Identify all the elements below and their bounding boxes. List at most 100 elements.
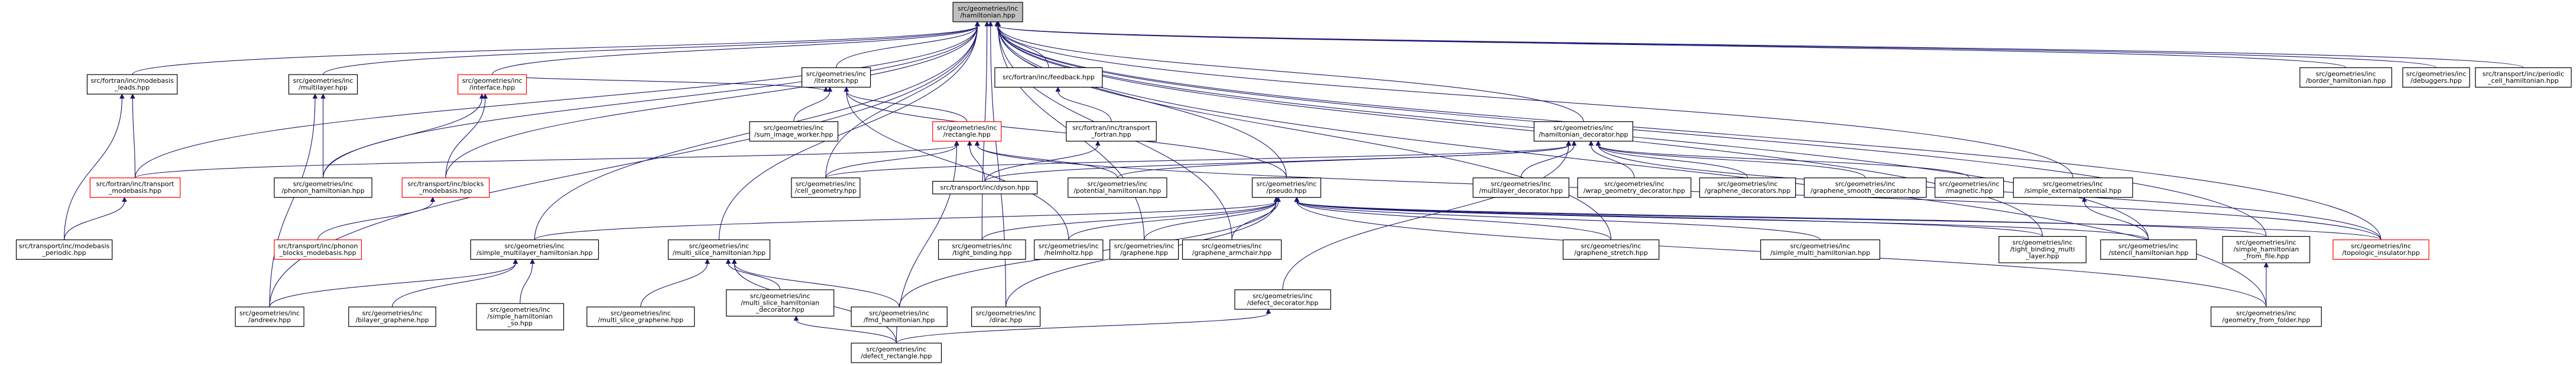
node-simple-externalpotential[interactable]: src/geometries/inc/simple_externalpotent… [2013, 177, 2133, 198]
node-tight-binding-multi-layer[interactable]: src/geometries/inc/tight_binding_multi_l… [1998, 236, 2087, 263]
node-magnetic[interactable]: src/geometries/inc/magnetic.hpp [1934, 177, 2004, 198]
node-label: /multilayer_decorator.hpp [1479, 187, 1563, 195]
node-potential-hamiltonian[interactable]: src/geometries/inc/potential_hamiltonian… [1068, 177, 1167, 198]
node-tight-binding[interactable]: src/geometries/inc/tight_binding.hpp [938, 239, 1026, 260]
node-label: src/geometries/inc [2118, 242, 2179, 250]
node-label: /graphene_stretch.hpp [1574, 249, 1648, 257]
node-topologic-insulator[interactable]: src/geometries/inc/topologic_insulator.h… [2332, 239, 2429, 260]
node-defect-rectangle[interactable]: src/geometries/inc/defect_rectangle.hpp [851, 343, 942, 363]
node-label: /defect_rectangle.hpp [861, 353, 932, 360]
dependency-arrowhead [995, 21, 1001, 27]
node-multi-slice-hamiltonian-decorator[interactable]: src/geometries/inc/multi_slice_hamiltoni… [726, 289, 835, 317]
node-label: /graphene_armchair.hpp [1192, 249, 1271, 257]
node-simple-hamiltonian-from-file[interactable]: src/geometries/inc/simple_hamiltonian_fr… [2222, 236, 2311, 263]
node-label: src/geometries/inc [806, 70, 867, 77]
node-fortran-transport-modebasis[interactable]: src/fortran/inc/transport_modebasis.hpp [89, 177, 181, 198]
node-label: /phonon_hamiltonian.hpp [281, 187, 364, 195]
node-simple-multi-hamiltonian[interactable]: src/geometries/inc/simple_multi_hamilton… [1760, 239, 1880, 260]
node-box [1934, 177, 2004, 198]
node-periodic-cell[interactable]: src/transport/inc/periodic_cell_hamilton… [2475, 67, 2572, 88]
node-bilayer-graphene[interactable]: src/geometries/inc/bilayer_graphene.hpp [348, 306, 436, 327]
node-hamiltonian[interactable]: src/geometries/inc/hamiltonian.hpp [952, 2, 1023, 22]
node-box [932, 180, 1038, 195]
node-label: src/geometries/inc [1718, 180, 1778, 188]
node-feedback[interactable]: src/fortran/inc/feedback.hpp [994, 67, 1103, 88]
node-border-hamiltonian[interactable]: src/geometries/inc/border_hamiltonian.hp… [2299, 67, 2392, 88]
dependency-edge [492, 74, 826, 92]
node-sum-image-worker[interactable]: src/geometries/inc/sum_image_worker.hpp [749, 121, 839, 142]
node-box [1998, 236, 2087, 263]
dependency-edge [1144, 201, 1277, 240]
dependency-arrowhead [975, 21, 980, 27]
node-label: _periodic.hpp [42, 249, 86, 257]
node-simple-hamiltonian-so[interactable]: src/geometries/inc/simple_hamiltonian_so… [476, 303, 564, 331]
node-label: src/transport/inc/blocks [408, 180, 484, 188]
node-wrap-geometry-decorator[interactable]: src/geometries/inc/wrap_geometry_decorat… [1577, 177, 1692, 198]
node-box [851, 306, 948, 327]
dependency-arrowhead [974, 140, 980, 146]
node-label: src/geometries/inc [764, 124, 824, 132]
node-cell-geometry[interactable]: src/geometries/inc/cell_geometry.hpp [791, 177, 861, 198]
node-multi-slice-hamiltonian[interactable]: src/geometries/inc/multi_slice_hamiltoni… [667, 239, 771, 260]
node-fmd-hamiltonian[interactable]: src/geometries/inc/fmd_hamiltonian.hpp [851, 306, 948, 327]
node-label: src/geometries/inc [1604, 180, 1665, 188]
node-defect-decorator[interactable]: src/geometries/inc/defect_decorator.hpp [1234, 289, 1331, 310]
dependency-edge [132, 25, 978, 75]
node-debuggers[interactable]: src/geometries/inc/debuggers.hpp [2402, 67, 2470, 88]
node-modebasis-periodic[interactable]: src/transport/inc/modebasis_periodic.hpp [15, 239, 113, 260]
node-box [1472, 177, 1569, 198]
node-modebasis-leads[interactable]: src/fortran/inc/modebasis_leads.hpp [86, 74, 178, 95]
node-label: /simple_externalpotential.hpp [2025, 187, 2121, 195]
node-label: /simple_hamiltonian [2233, 246, 2299, 253]
node-fortran-transport[interactable]: src/fortran/inc/transport_fortran.hpp [1066, 121, 1157, 142]
node-stencil-hamiltonian[interactable]: src/geometries/inc/stencil_hamiltonian.h… [2100, 239, 2197, 260]
node-label: src/geometries/inc [1835, 180, 1896, 188]
node-label: src/geometries/inc [958, 5, 1018, 12]
node-multilayer-decorator[interactable]: src/geometries/inc/multilayer_decorator.… [1472, 177, 1569, 198]
node-helmholtz[interactable]: src/geometries/inc/helmholtz.hpp [1034, 239, 1104, 260]
node-andreev[interactable]: src/geometries/inc/andreev.hpp [235, 306, 304, 327]
dependency-arrowhead [312, 93, 318, 99]
dependency-edge [392, 263, 516, 307]
node-simple-multilayer-hamiltonian[interactable]: src/geometries/inc/simple_multilayer_ham… [470, 239, 599, 260]
node-hamiltonian-decorator[interactable]: src/geometries/inc/hamiltonian_decorator… [1533, 121, 1633, 142]
node-graphene[interactable]: src/geometries/inc/graphene.hpp [1109, 239, 1179, 260]
dependency-edge [825, 145, 1569, 179]
node-label: /multi_slice_hamiltonian.hpp [673, 249, 765, 257]
node-box [2100, 239, 2197, 260]
node-phonon-hamiltonian[interactable]: src/geometries/inc/phonon_hamiltonian.hp… [274, 177, 372, 198]
node-pseudo[interactable]: src/geometries/inc/pseudo.hpp [1251, 177, 1322, 198]
node-box [2222, 236, 2311, 263]
node-label: /multi_slice_hamiltonian [741, 299, 819, 306]
node-phonon-blocks-modebasis[interactable]: src/transport/inc/phonon_blocks_modebasi… [274, 239, 362, 260]
node-multilayer[interactable]: src/geometries/inc/multilayer.hpp [288, 74, 358, 95]
dependency-edge [1296, 201, 2043, 237]
dependency-edge [1231, 201, 1279, 240]
node-box [401, 177, 490, 198]
dependency-edge [269, 263, 516, 308]
node-label: src/geometries/inc [2043, 180, 2103, 188]
dependency-edge [64, 98, 122, 240]
node-blocks-modebasis[interactable]: src/transport/inc/blocks_modebasis.hpp [401, 177, 490, 198]
dependency-arrowhead [988, 21, 994, 27]
dependency-edge [796, 320, 897, 344]
node-interface[interactable]: src/geometries/inc/interface.hpp [458, 74, 527, 95]
node-graphene-decorators[interactable]: src/geometries/inc/graphene_decorators.h… [1699, 177, 1796, 198]
dependency-edge [1296, 201, 2382, 240]
node-graphene-stretch[interactable]: src/geometries/inc/graphene_stretch.hpp [1562, 239, 1660, 260]
node-label: /andreev.hpp [248, 316, 291, 324]
dependency-arrowhead [482, 93, 488, 99]
node-layer: src/geometries/inc/hamiltonian.hpp src/fo… [15, 2, 2572, 363]
node-label: /border_hamiltonian.hpp [2306, 77, 2386, 85]
node-box [1068, 177, 1167, 198]
node-rectangle[interactable]: src/geometries/inc/rectangle.hpp [932, 121, 1002, 142]
node-dirac[interactable]: src/geometries/inc/dirac.hpp [971, 306, 1041, 327]
node-geometry-from-folder[interactable]: src/geometries/inc/geometry_from_folder.… [2210, 306, 2322, 327]
node-dyson[interactable]: src/transport/inc/dyson.hpp [932, 180, 1038, 195]
node-graphene-armchair[interactable]: src/geometries/inc/graphene_armchair.hpp [1182, 239, 1282, 260]
node-multi-slice-graphene[interactable]: src/geometries/inc/multi_slice_graphene.… [586, 306, 695, 327]
node-iterators[interactable]: src/geometries/inc/iterators.hpp [802, 67, 871, 88]
node-graphene-smooth-decorator[interactable]: src/geometries/inc/graphene_smooth_decor… [1803, 177, 1927, 198]
dependency-arrowhead [1266, 308, 1271, 314]
node-label: src/geometries/inc [293, 180, 353, 188]
